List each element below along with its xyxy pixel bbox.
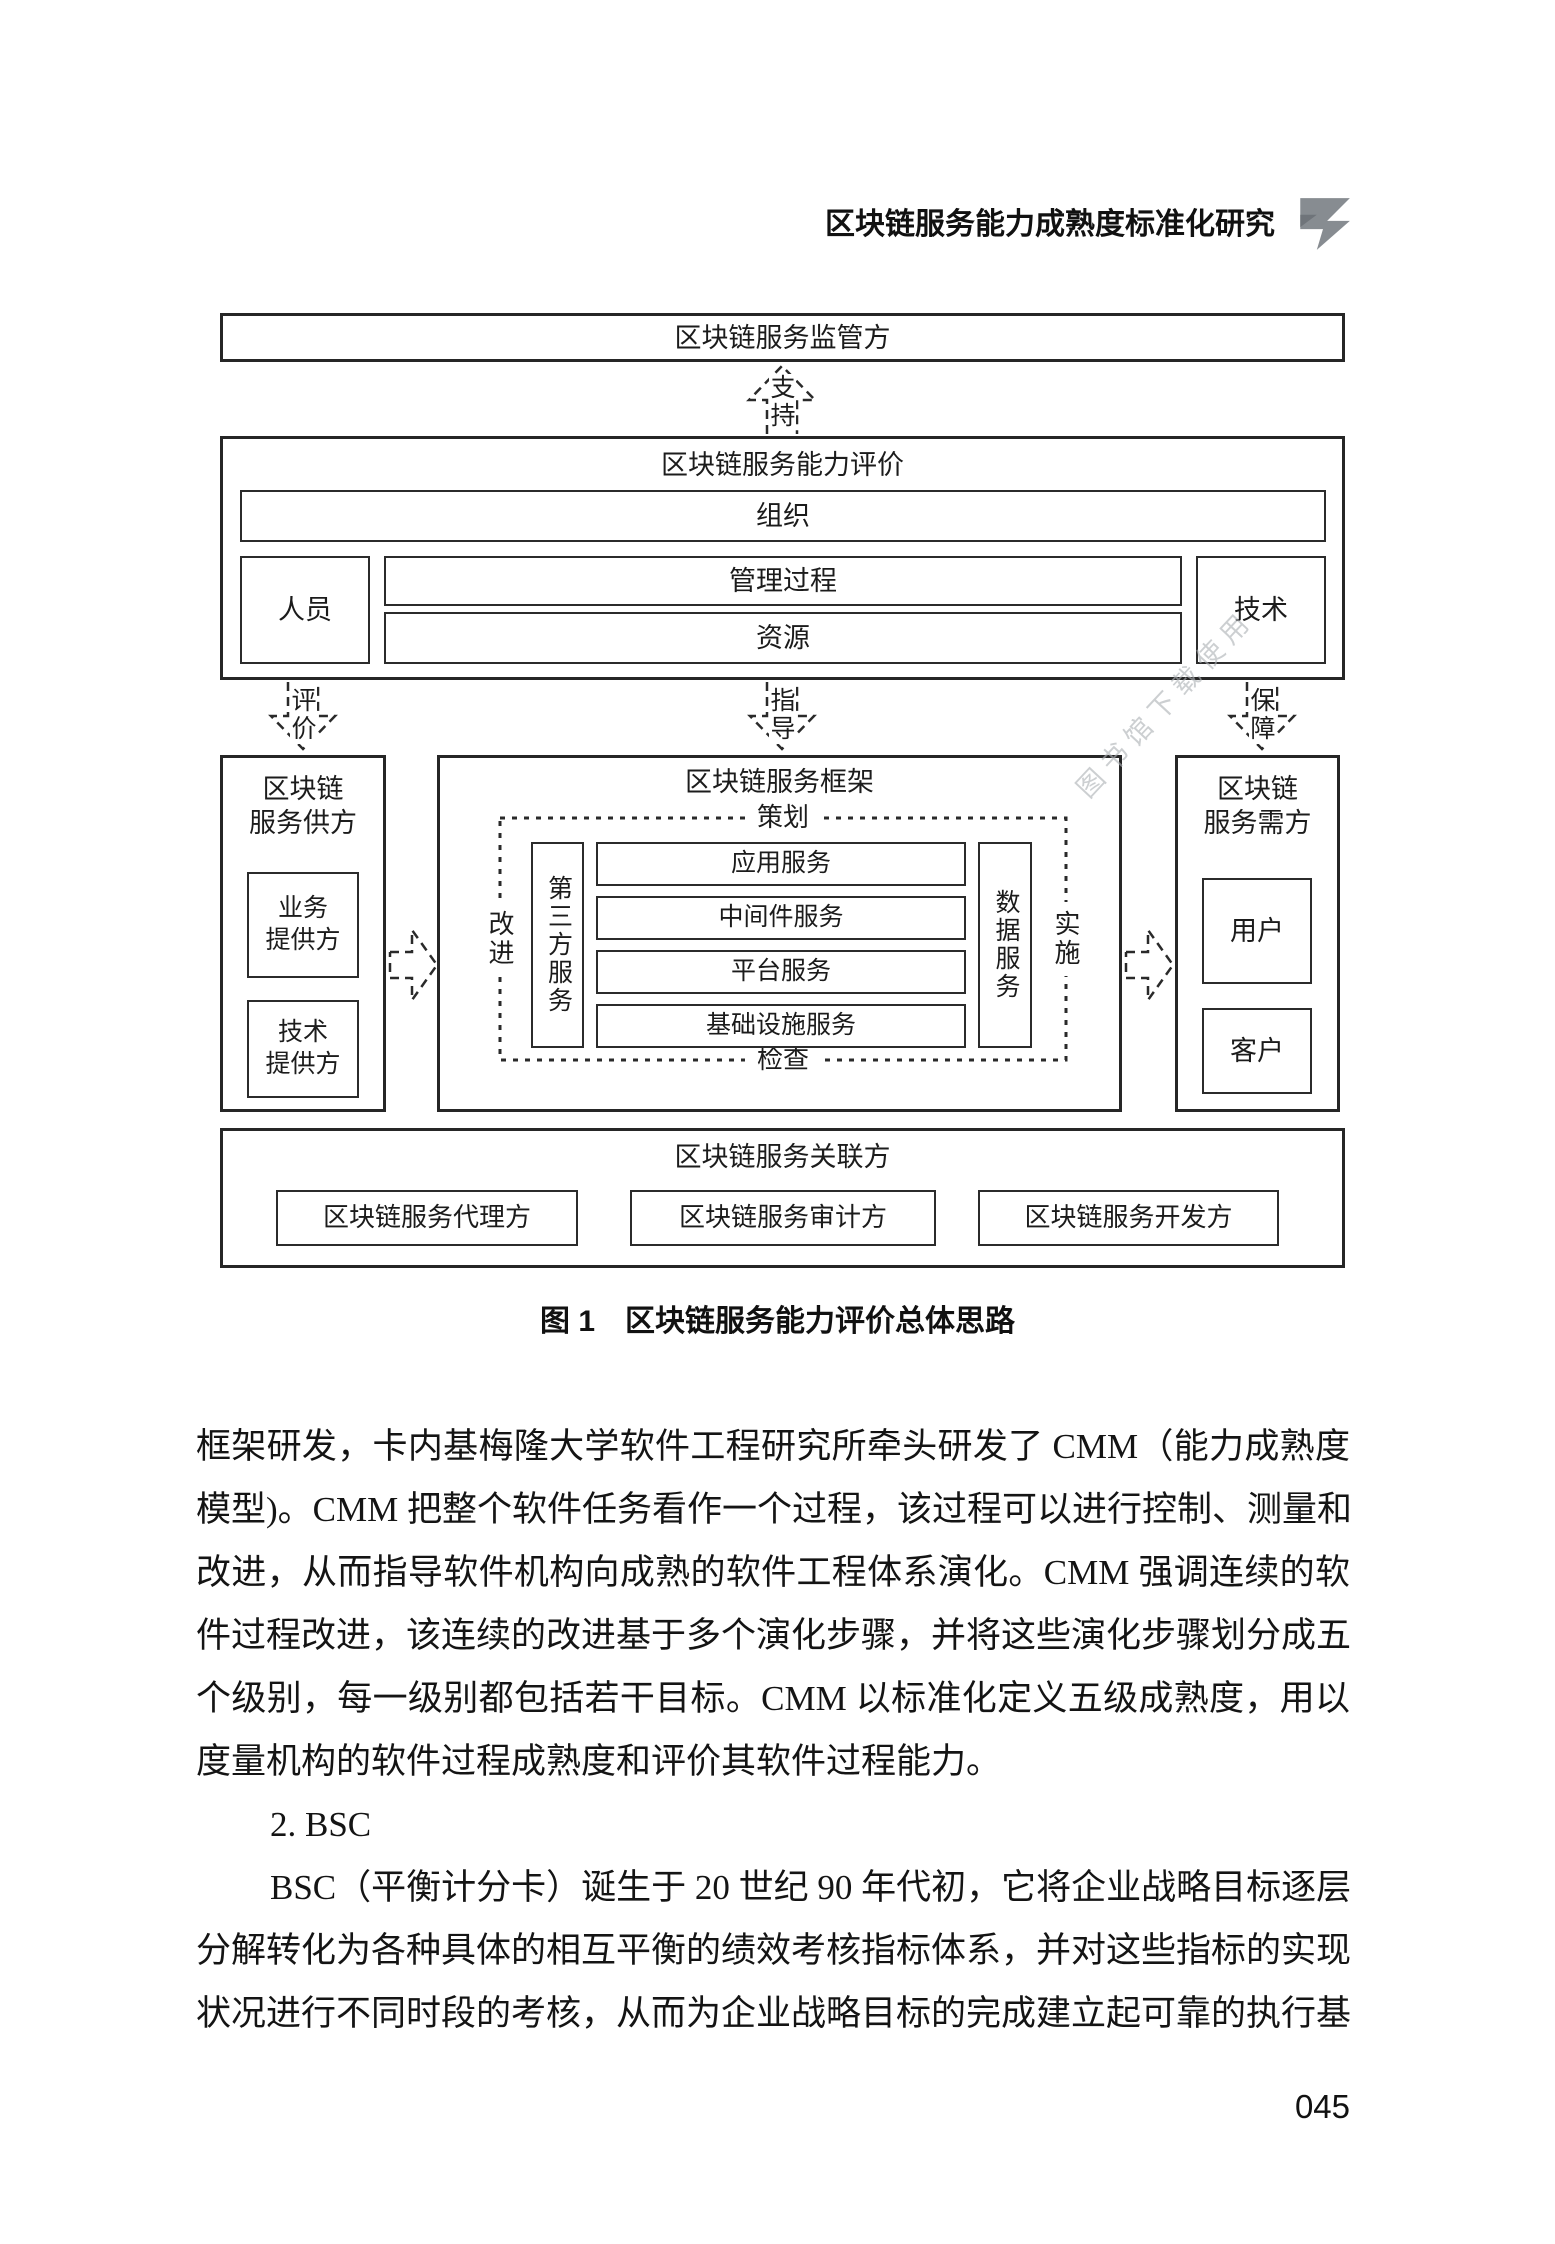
middleware-service-box: 中间件服务 xyxy=(596,896,966,940)
person-box: 人员 xyxy=(240,556,370,664)
pdca-check-label: 检查 xyxy=(745,1044,821,1076)
page-number: 045 xyxy=(1294,2088,1350,2125)
publisher-logo-icon xyxy=(1300,198,1350,250)
service-developer-label: 区块链服务开发方 xyxy=(1024,1203,1233,1232)
pdca-improve-label: 改进 xyxy=(485,902,515,976)
body-line: 分解转化为各种具体的相互平衡的绩效考核指标体系，并对这些指标的实现 xyxy=(196,1931,1352,1970)
service-agent-box: 区块链服务代理方 xyxy=(276,1190,578,1246)
technology-label: 技术 xyxy=(1234,595,1288,625)
assure-arrow-label: 保障 xyxy=(1247,686,1276,744)
business-provider-box: 业务 提供方 xyxy=(247,872,359,978)
body-line: 状况进行不同时段的考核，从而为企业战略目标的完成建立起可靠的执行基 xyxy=(196,1994,1352,2033)
user-box: 用户 xyxy=(1202,878,1312,984)
infrastructure-service-label: 基础设施服务 xyxy=(705,1012,856,1039)
service-framework-box xyxy=(437,755,1122,1112)
technology-provider-line2: 提供方 xyxy=(265,1051,341,1078)
related-parties-box xyxy=(220,1128,1345,1268)
body-line: 件过程改进，该连续的改进基于多个演化步骤，并将这些演化步骤划分成五 xyxy=(196,1616,1352,1655)
figure-caption: 图 1 区块链服务能力评价总体思路 xyxy=(539,1305,1016,1338)
technology-box: 技术 xyxy=(1196,556,1326,664)
customer-label: 客户 xyxy=(1230,1036,1284,1066)
guide-arrow-label: 指导 xyxy=(767,686,796,744)
body-line: 度量机构的软件过程成熟度和评价其软件过程能力。 xyxy=(196,1742,1002,1781)
platform-service-box: 平台服务 xyxy=(596,950,966,994)
service-demander-title: 区块链 服务需方 xyxy=(1175,772,1340,840)
organization-box: 组织 xyxy=(240,490,1326,542)
infrastructure-service-box: 基础设施服务 xyxy=(596,1004,966,1048)
service-supplier-title-line1: 区块链 xyxy=(262,774,344,804)
related-parties-title: 区块链服务关联方 xyxy=(674,1142,891,1172)
service-demander-title-line2: 服务需方 xyxy=(1203,808,1312,838)
page-header-title: 区块链服务能力成熟度标准化研究 xyxy=(825,208,1275,241)
service-auditor-box: 区块链服务审计方 xyxy=(630,1190,936,1246)
person-label: 人员 xyxy=(278,595,332,625)
user-label: 用户 xyxy=(1230,916,1284,946)
service-auditor-label: 区块链服务审计方 xyxy=(678,1203,887,1232)
body-line: BSC（平衡计分卡）诞生于 20 世纪 90 年代初，它将企业战略目标逐层 xyxy=(270,1868,1352,1907)
capability-evaluation-box xyxy=(220,436,1345,680)
service-agent-label: 区块链服务代理方 xyxy=(322,1203,531,1232)
customer-box: 客户 xyxy=(1202,1008,1312,1094)
data-service-label: 数据服务 xyxy=(992,889,1019,1001)
resource-label: 资源 xyxy=(756,623,810,653)
pdca-plan-label: 策划 xyxy=(745,802,821,834)
supply-to-framework-arrow xyxy=(388,926,439,1004)
third-party-service-box: 第三方服务 xyxy=(531,842,584,1048)
evaluate-arrow-label: 评价 xyxy=(288,686,317,744)
third-party-service-label: 第三方服务 xyxy=(544,875,572,1015)
body-line: 改进，从而指导软件机构向成熟的软件工程体系演化。CMM 强调连续的软 xyxy=(196,1553,1350,1592)
section-heading-bsc: 2. BSC xyxy=(270,1805,372,1844)
body-line: 框架研发，卡内基梅隆大学软件工程研究所牵头研发了 CMM（能力成熟度 xyxy=(196,1427,1350,1466)
body-line: 个级别，每一级别都包括若干目标。CMM 以标准化定义五级成熟度，用以 xyxy=(196,1679,1350,1718)
data-service-box: 数据服务 xyxy=(978,842,1032,1048)
service-demander-box xyxy=(1175,755,1340,1112)
service-demander-title-line1: 区块链 xyxy=(1217,774,1298,804)
organization-label: 组织 xyxy=(756,501,810,531)
service-developer-box: 区块链服务开发方 xyxy=(978,1190,1279,1246)
middleware-service-label: 中间件服务 xyxy=(718,904,844,931)
service-supplier-title-line2: 服务供方 xyxy=(249,808,357,838)
business-provider-line1: 业务 xyxy=(277,895,328,922)
technology-provider-box: 技术 提供方 xyxy=(247,1000,359,1098)
application-service-label: 应用服务 xyxy=(730,850,831,877)
body-line: 模型)。CMM 把整个软件任务看作一个过程，该过程可以进行控制、测量和 xyxy=(196,1490,1352,1529)
regulator-box: 区块链服务监管方 xyxy=(220,313,1345,362)
assure-arrow-outline xyxy=(1227,682,1297,751)
business-provider-line2: 提供方 xyxy=(265,927,341,954)
support-arrow-outline xyxy=(746,364,818,434)
capability-evaluation-title: 区块链服务能力评价 xyxy=(661,450,904,480)
service-supplier-title: 区块链 服务供方 xyxy=(220,772,386,840)
evaluate-arrow-outline xyxy=(268,682,338,751)
guide-arrow-outline xyxy=(747,682,817,751)
regulator-label: 区块链服务监管方 xyxy=(674,322,891,353)
support-arrow-label: 支持 xyxy=(767,374,796,430)
service-framework-title: 区块链服务框架 xyxy=(685,767,874,797)
management-process-box: 管理过程 xyxy=(384,556,1182,606)
service-supplier-box xyxy=(220,755,386,1112)
management-process-label: 管理过程 xyxy=(729,566,837,596)
pdca-implement-label: 实施 xyxy=(1051,902,1081,976)
technology-provider-line1: 技术 xyxy=(277,1019,328,1046)
framework-to-demand-arrow xyxy=(1124,926,1175,1004)
application-service-box: 应用服务 xyxy=(596,842,966,886)
resource-box: 资源 xyxy=(384,612,1182,664)
platform-service-label: 平台服务 xyxy=(730,958,831,985)
